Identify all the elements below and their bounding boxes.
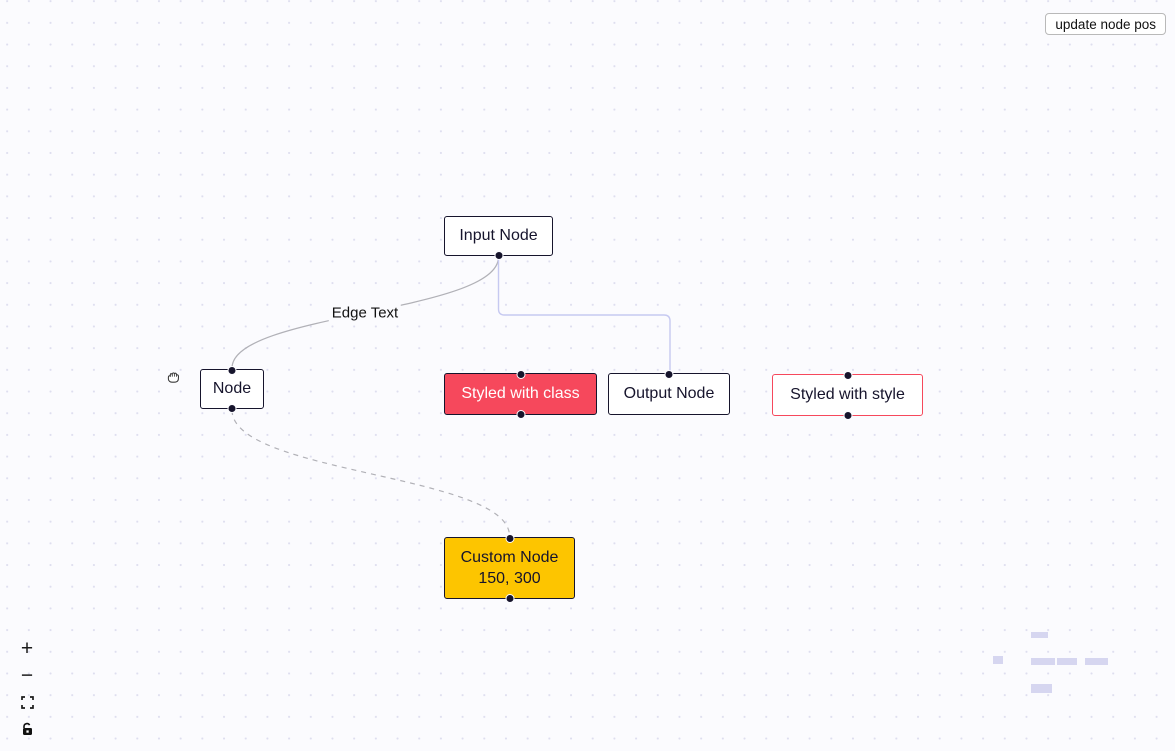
node-styled-with-style[interactable]: Styled with style (772, 370, 923, 420)
minus-icon: − (20, 663, 34, 687)
source-handle[interactable] (516, 409, 525, 419)
target-handle[interactable] (664, 369, 674, 379)
minimap-node-styled-with-style (1085, 658, 1108, 665)
node-output[interactable]: Output Node (608, 369, 730, 415)
zoom-out-button[interactable]: − (14, 662, 40, 688)
edge-node-to-custom-animated[interactable] (231, 409, 511, 537)
target-handle[interactable] (227, 365, 237, 375)
edge-label[interactable]: Edge Text (328, 303, 402, 323)
source-handle[interactable] (843, 410, 852, 420)
node-default-label: Node (212, 380, 252, 397)
top-right-panel: update node pos (1045, 13, 1166, 35)
target-handle[interactable] (843, 370, 852, 380)
node-input[interactable]: Input Node (444, 216, 553, 260)
lock-toggle-button[interactable] (14, 716, 40, 742)
minimap-node-default (993, 656, 1003, 664)
node-custom[interactable]: Custom Node 150, 300 (444, 533, 575, 603)
edge-input-to-output[interactable] (497, 257, 671, 372)
node-default[interactable]: Node (200, 365, 264, 413)
minimap[interactable] (975, 621, 1175, 731)
minimap-node-output (1057, 658, 1077, 665)
target-handle[interactable] (516, 369, 525, 379)
node-styled-with-class-label: Styled with class (461, 385, 580, 402)
node-input-label: Input Node (459, 227, 538, 244)
source-handle[interactable] (227, 403, 237, 413)
node-custom-label: Custom Node (460, 549, 559, 566)
node-custom-position: 150, 300 (478, 570, 541, 587)
target-handle[interactable] (505, 533, 514, 543)
fit-view-icon (20, 695, 34, 709)
minimap-node-custom (1031, 684, 1052, 693)
update-node-pos-button[interactable]: update node pos (1045, 13, 1166, 35)
source-handle[interactable] (505, 593, 514, 603)
grab-cursor-icon (167, 372, 180, 383)
unlock-icon (22, 722, 32, 735)
fit-view-button[interactable] (14, 689, 40, 715)
minimap-node-input (1031, 632, 1048, 638)
minimap-node-styled-with-class (1031, 658, 1055, 665)
zoom-controls: + − (14, 635, 40, 743)
node-output-label: Output Node (623, 385, 715, 402)
plus-icon: + (20, 636, 34, 660)
zoom-in-button[interactable]: + (14, 635, 40, 661)
node-styled-with-style-label: Styled with style (790, 386, 905, 403)
node-styled-with-class[interactable]: Styled with class (444, 369, 597, 419)
source-handle[interactable] (494, 250, 503, 260)
